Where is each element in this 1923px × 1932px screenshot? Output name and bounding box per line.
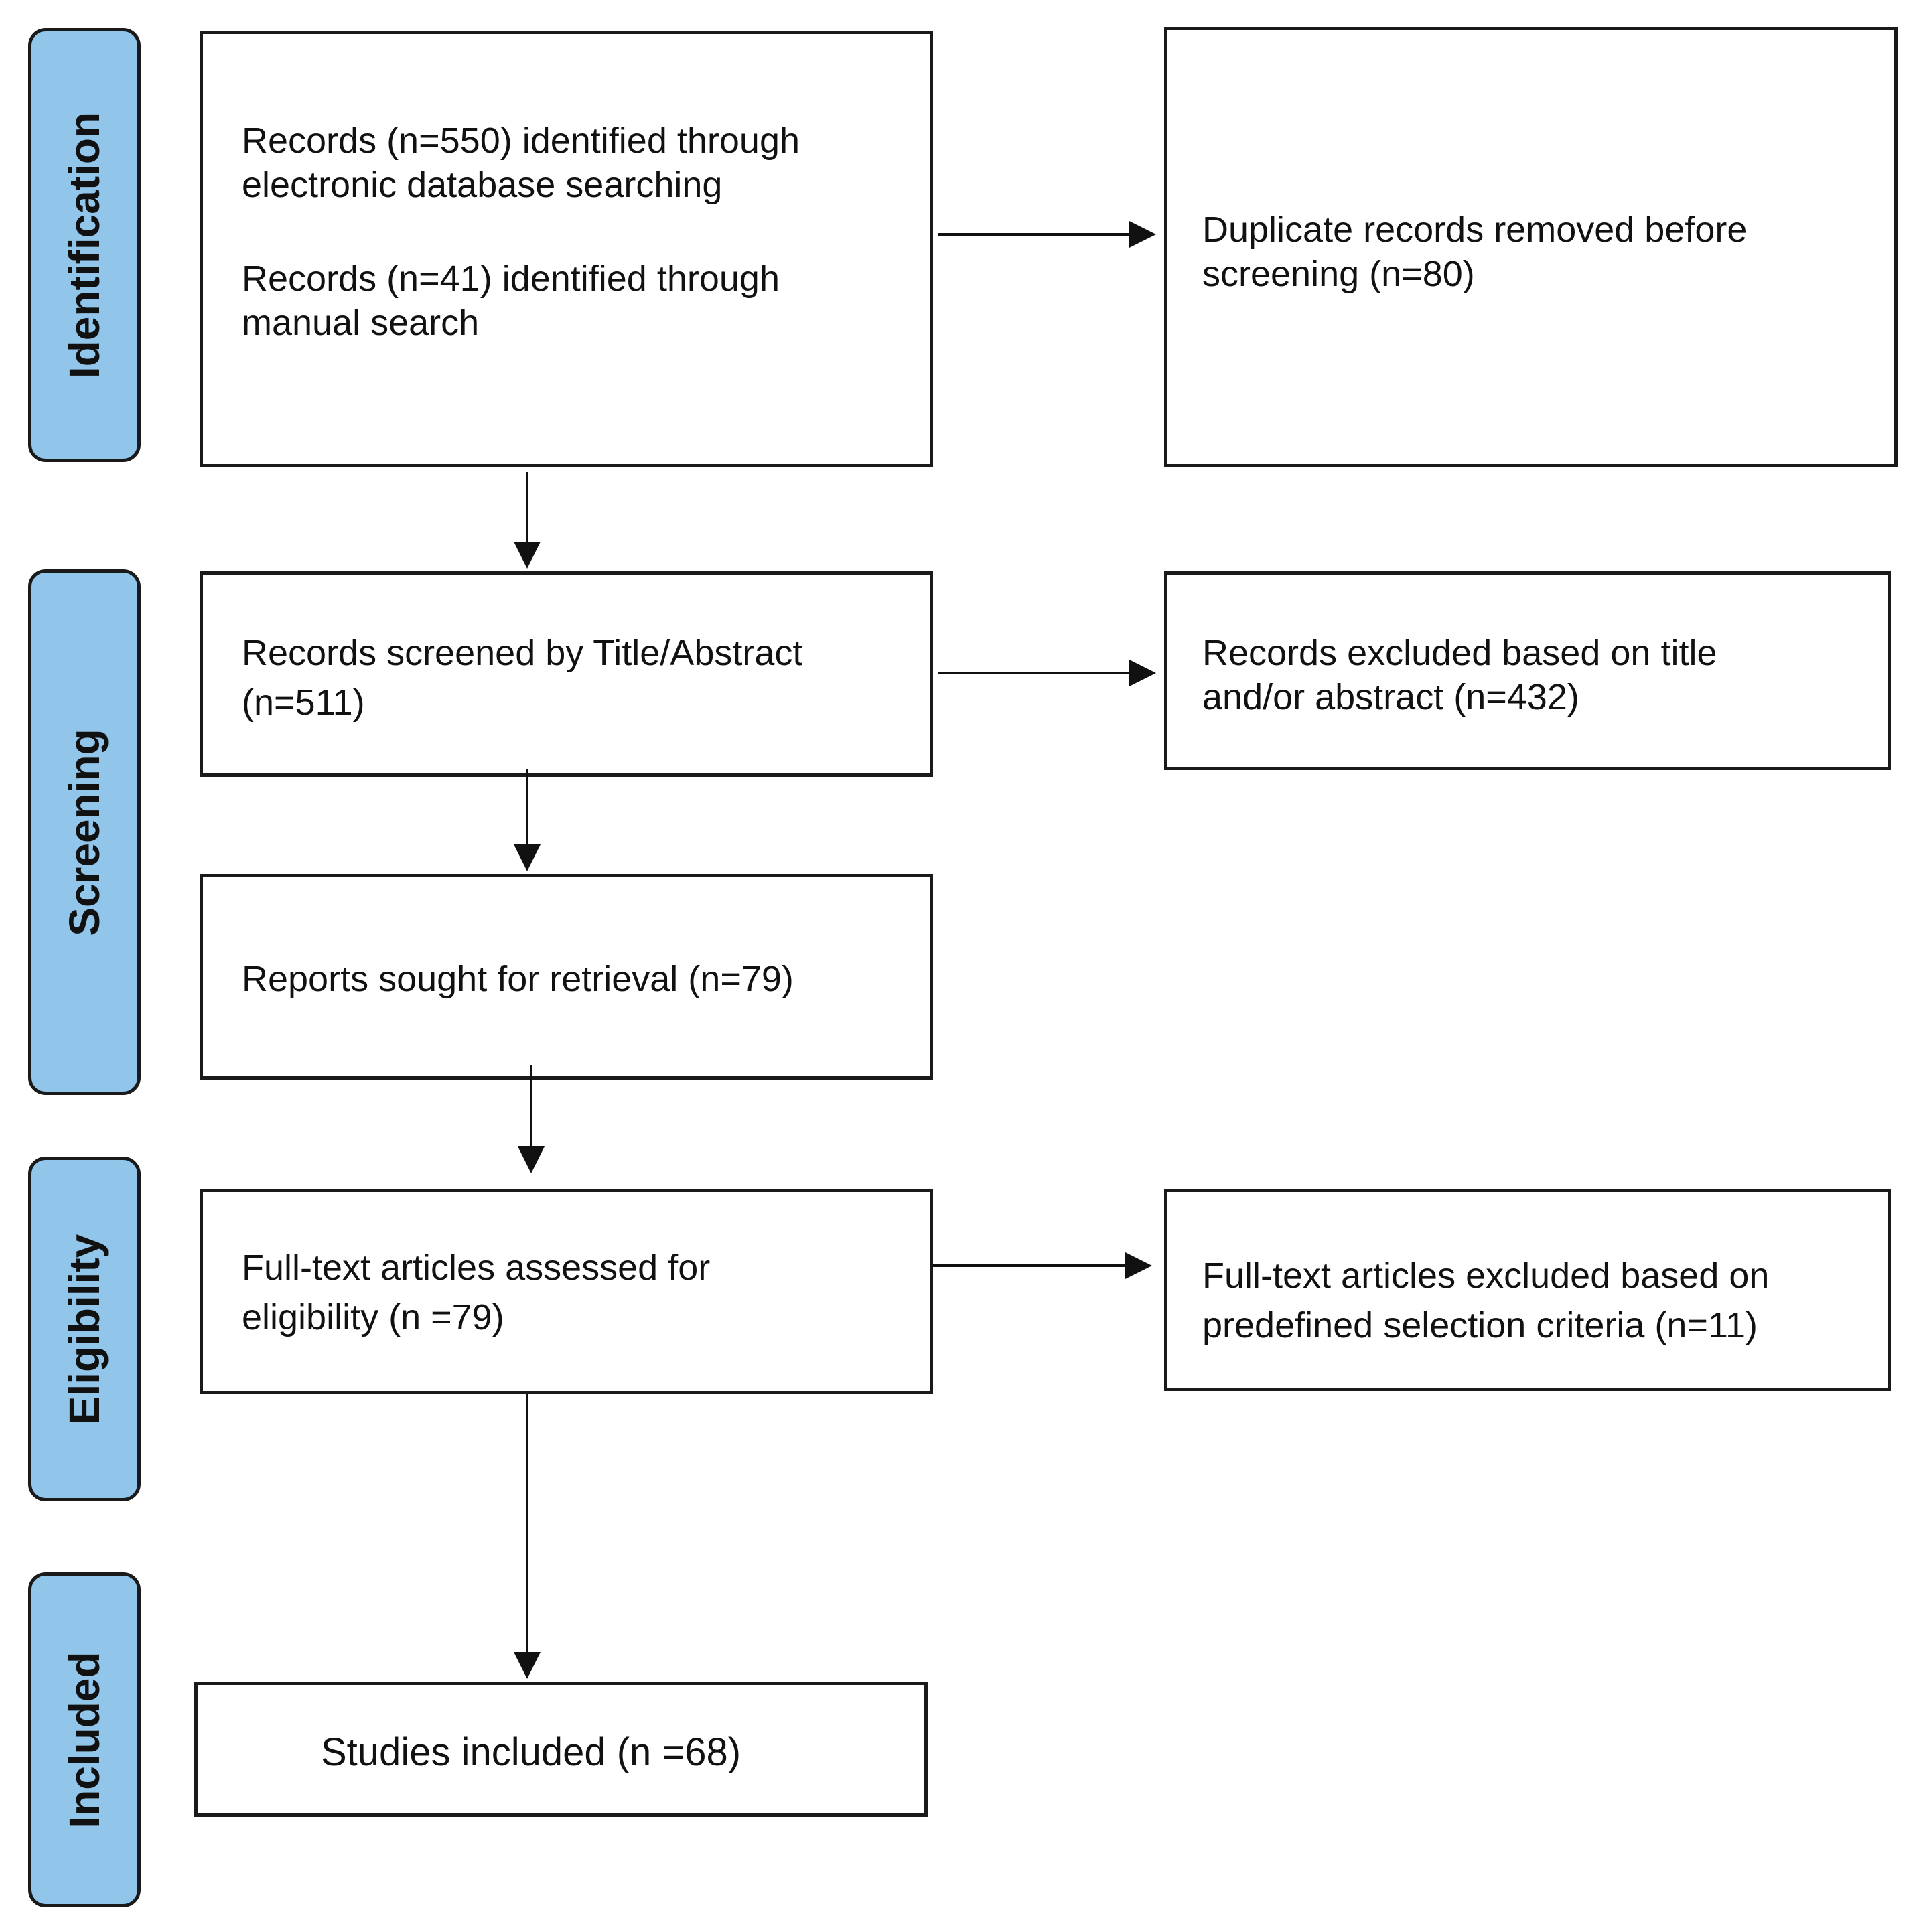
duplicates-removed-line2: screening (n=80) [1202,254,1475,294]
records-identified-line3: Records (n=41) identified through [242,258,780,299]
box-fulltext-excluded: Full-text articles excluded based on pre… [1164,1189,1891,1391]
records-screened-line2: (n=511) [242,682,365,723]
records-screened-line1: Records screened by Title/Abstract [242,633,803,673]
phase-screening: Screening [28,569,141,1095]
fulltext-excluded-line2: predefined selection criteria (n=11) [1202,1305,1758,1345]
records-excluded-line2: and/or abstract (n=432) [1202,677,1579,717]
box-studies-included: Studies included (n =68) [194,1682,928,1817]
records-identified-line4: manual search [242,303,480,343]
box-records-excluded: Records excluded based on title and/or a… [1164,571,1891,770]
fulltext-excluded-line1: Full-text articles excluded based on [1202,1256,1770,1296]
box-reports-sought: Reports sought for retrieval (n=79) [200,874,933,1080]
phase-identification: Identification [28,28,141,462]
box-fulltext-assessed: Full-text articles assessed for eligibil… [200,1189,933,1394]
reports-sought-line1: Reports sought for retrieval (n=79) [242,959,794,999]
box-duplicates-removed: Duplicate records removed before screeni… [1164,27,1898,467]
fulltext-assessed-line1: Full-text articles assessed for [242,1248,711,1288]
box-records-identified: Records (n=550) identified through elect… [200,31,933,467]
records-excluded-line1: Records excluded based on title [1202,633,1717,673]
studies-included-line1: Studies included (n =68) [321,1730,741,1774]
phase-eligibility: Eligibility [28,1157,141,1501]
records-identified-line2: electronic database searching [242,165,723,205]
records-identified-line1: Records (n=550) identified through [242,121,800,161]
duplicates-removed-line1: Duplicate records removed before [1202,210,1748,250]
phase-included: Included [28,1572,141,1907]
fulltext-assessed-line2: eligibility (n =79) [242,1297,504,1337]
box-records-screened: Records screened by Title/Abstract (n=51… [200,571,933,777]
